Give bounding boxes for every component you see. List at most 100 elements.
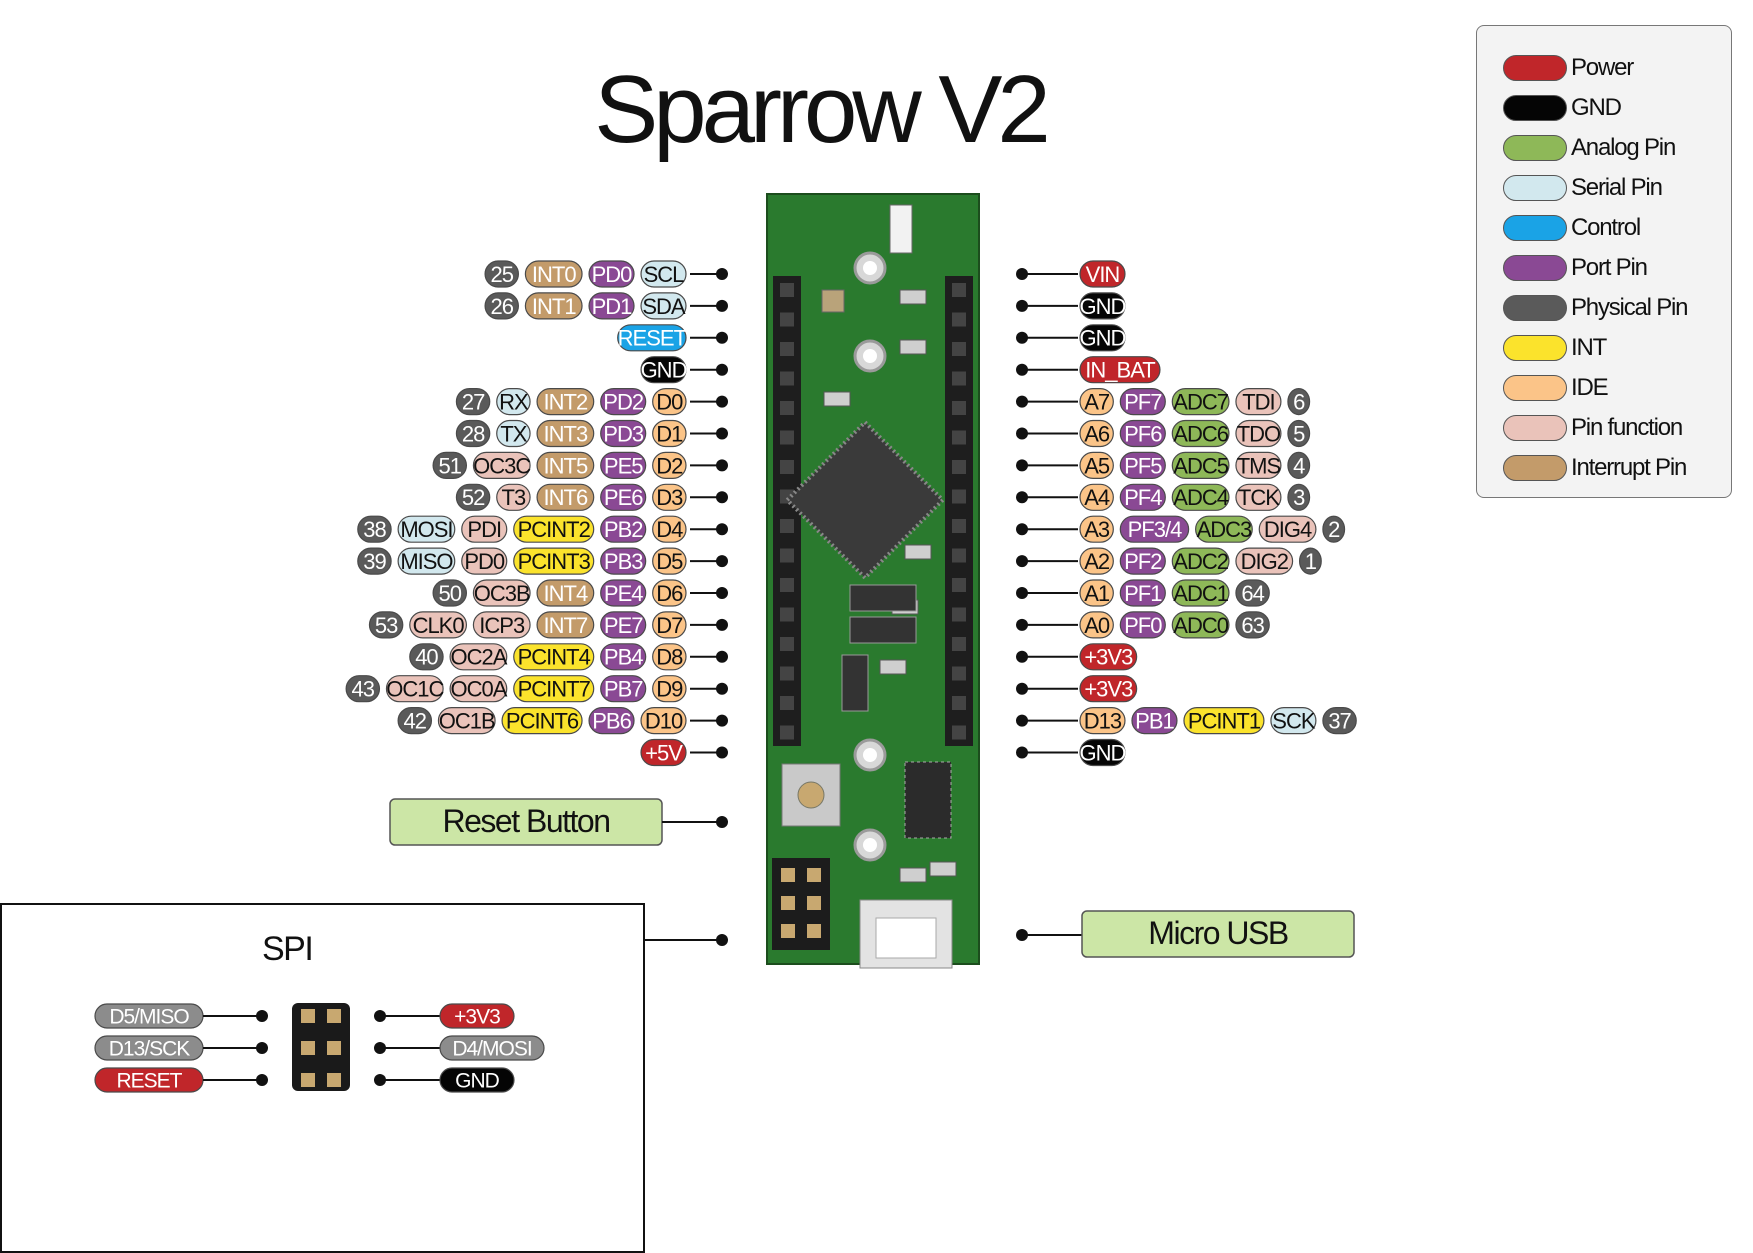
legend-swatch (1503, 375, 1567, 401)
legend-item: Power (1503, 48, 1634, 88)
pin-label: PF5 (1119, 451, 1166, 479)
legend-swatch (1503, 135, 1567, 161)
header-pin (780, 725, 794, 740)
pin-label-text: INT6 (544, 485, 588, 510)
pin-label-bg (536, 611, 595, 639)
pin-label-bg (1171, 388, 1230, 416)
diode (849, 616, 917, 644)
pin-label-text: RESET (618, 326, 687, 351)
legend-swatch (1503, 455, 1567, 481)
pin-label: D0 (652, 388, 687, 416)
header-pin (952, 548, 966, 563)
pin-label: GND (640, 356, 688, 384)
pin-label: PCINT6 (501, 706, 583, 735)
pin-label-bg (397, 547, 456, 575)
pin-label-bg (1235, 579, 1270, 607)
icsp-pin (781, 924, 795, 938)
pin-label: PE7 (600, 611, 647, 639)
legend-swatch (1503, 335, 1567, 361)
spi-header (292, 1003, 350, 1091)
pin-label: D6 (652, 579, 687, 607)
legend-label: Pin function (1571, 414, 1683, 441)
legend-label: Interrupt Pin (1571, 454, 1687, 481)
header-pin (952, 578, 966, 592)
mounting-hole-center (863, 838, 877, 852)
pin-label: TX (496, 419, 531, 448)
pin-label-text: D10 (645, 709, 683, 734)
pin-label-text: A4 (1084, 485, 1110, 510)
pin-label: GND (1079, 292, 1127, 320)
pin-label-text: DIG2 (1241, 549, 1289, 574)
pin-label: ICP3 (472, 611, 531, 639)
header-pin (952, 637, 966, 651)
pin-label-text: D8 (656, 645, 683, 670)
legend-item: Physical Pin (1503, 288, 1689, 328)
legend-item: Control (1503, 208, 1641, 248)
pin-label-text: CLK0 (413, 613, 465, 638)
legend-swatch (1503, 215, 1567, 241)
pin-label-text: PCINT3 (518, 549, 591, 574)
pin-label: 5 (1287, 419, 1311, 448)
pin-label-text: MOSI (400, 517, 452, 542)
pin-label: ADC1 (1171, 579, 1230, 607)
pin-label: T3 (496, 483, 531, 511)
legend-item: Analog Pin (1503, 128, 1676, 168)
pin-label: A2 (1079, 547, 1114, 575)
pin-label: OC1C (385, 675, 445, 703)
pin-label: PD0 (588, 260, 635, 288)
legend-label: Analog Pin (1571, 134, 1676, 161)
spi-left-label-text: D13/SCK (109, 1038, 191, 1061)
pin-label-bg (536, 388, 595, 416)
pin-label-text: TDI (1242, 390, 1274, 415)
pin-label: 50 (432, 579, 468, 607)
pin-label-bg (397, 706, 433, 735)
pin-label-bg (1079, 547, 1114, 575)
pin-label-text: 39 (363, 549, 386, 574)
pin-label: TCK (1235, 483, 1282, 511)
diode (849, 584, 917, 612)
pin-label-bg (1270, 706, 1317, 735)
spi-dot (256, 1074, 268, 1086)
pin-label: MISO (397, 547, 456, 575)
pin-label-text: 5 (1293, 421, 1305, 446)
pin-label: +3V3 (1079, 675, 1138, 703)
pin-label: 4 (1287, 451, 1311, 479)
pin-dot (716, 618, 728, 631)
header-pin (780, 519, 794, 533)
pin-label-text: 4 (1293, 453, 1305, 478)
pin-label-text: RX (499, 390, 529, 415)
pin-label: RX (496, 388, 531, 416)
pin-label-bg (1171, 547, 1230, 575)
pin-label-text: PCINT6 (506, 709, 579, 734)
pin-label: PF7 (1119, 388, 1166, 416)
page-title: Sparrow V2 (594, 56, 1051, 163)
pin-label: ADC2 (1171, 547, 1230, 575)
pin-label: 51 (432, 451, 468, 479)
smd-component (823, 391, 851, 407)
pin-label: DIG4 (1258, 515, 1317, 543)
pin-label-text: INT5 (544, 453, 588, 478)
legend-swatch (1503, 55, 1567, 81)
pin-label: D5 (652, 547, 687, 575)
pin-label-text: PF3/4 (1128, 517, 1182, 542)
pin-label-bg (640, 706, 687, 735)
header-pin (780, 342, 794, 356)
right-pin-row: IN_BAT (1016, 356, 1161, 384)
pin-dot (716, 268, 728, 280)
pin-label: PF1 (1119, 579, 1166, 607)
icsp-pin (807, 924, 821, 938)
pin-label: ADC3 (1195, 515, 1253, 543)
pin-label-bg (1079, 483, 1114, 511)
pin-label-text: PE5 (604, 453, 643, 478)
pin-label-text: ADC1 (1173, 581, 1228, 606)
pin-label: D13 (1079, 706, 1126, 735)
pin-label-bg (1119, 483, 1166, 511)
pin-label-text: 6 (1293, 390, 1305, 415)
spi-left-label-text: D5/MISO (109, 1006, 189, 1029)
pin-label: 40 (409, 643, 444, 671)
pin-label-bg (1131, 706, 1178, 735)
pin-label-bg (1235, 611, 1270, 639)
pin-label-bg (496, 388, 531, 416)
